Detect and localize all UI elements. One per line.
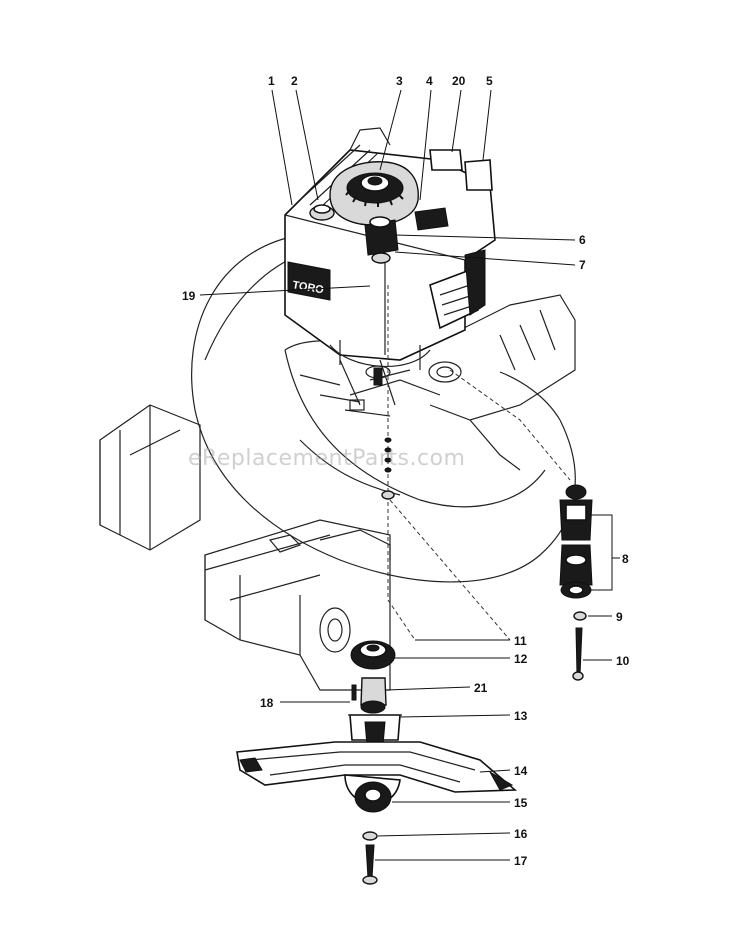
callout-7: 7 (579, 258, 586, 272)
engine-brand-plate (287, 261, 331, 301)
callout-4: 4 (426, 74, 433, 88)
callout-19: 19 (182, 289, 196, 303)
handle-centerline (449, 369, 571, 481)
callout-labels: 1 2 3 4 20 5 6 7 19 8 9 10 11 12 21 18 1… (182, 74, 630, 868)
callout-15: 15 (514, 796, 528, 810)
callout-10: 10 (616, 654, 630, 668)
callout-3: 3 (396, 74, 403, 88)
callout-20: 20 (452, 74, 466, 88)
callout-9: 9 (616, 610, 623, 624)
callout-13: 13 (514, 709, 528, 723)
callout-17: 17 (514, 854, 528, 868)
callout-11: 11 (514, 634, 527, 648)
blade-centerline (389, 499, 511, 641)
engine-assembly: TORO (284, 127, 496, 386)
callout-6: 6 (579, 233, 586, 247)
callout-18: 18 (260, 696, 274, 710)
callout-14: 14 (514, 764, 528, 778)
callout-16: 16 (514, 827, 528, 841)
shaft-hardware-dots (381, 437, 395, 500)
callout-leaders (199, 89, 620, 861)
blade-assembly (236, 640, 518, 885)
handle-knob-assembly (559, 484, 593, 681)
callout-12: 12 (514, 652, 528, 666)
callout-2: 2 (291, 74, 298, 88)
callout-21: 21 (474, 681, 488, 695)
engine-brand-text: TORO (291, 279, 325, 296)
callout-8: 8 (622, 552, 629, 566)
callout-1: 1 (268, 74, 275, 88)
mower-deck (99, 234, 576, 691)
callout-5: 5 (486, 74, 493, 88)
